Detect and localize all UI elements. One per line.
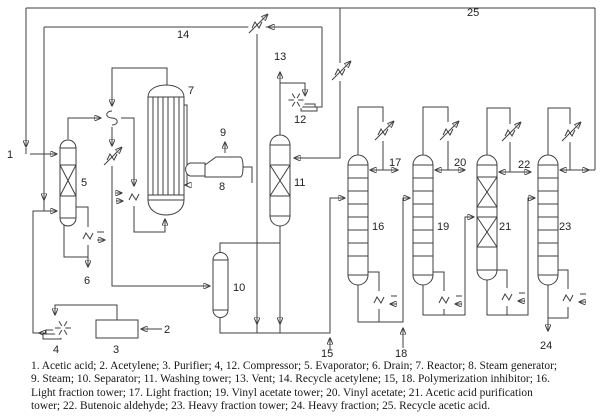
washing-tower-11 (269, 134, 291, 227)
stream-label-12: 12 (294, 114, 306, 126)
stream-label-25: 25 (467, 7, 479, 19)
process-flow-diagram: 1234567891011121314151617181920212223242… (7, 7, 596, 358)
compressor-4 (42, 318, 73, 340)
heavy-fraction-tower-23 (537, 154, 559, 286)
light-fraction-tower-16 (347, 154, 369, 286)
stream-label-13: 13 (274, 51, 286, 63)
evaporator-5 (59, 139, 77, 227)
reboiler-tower-19 (435, 291, 462, 309)
stream-label-19: 19 (437, 221, 449, 233)
stream-label-3: 3 (113, 344, 119, 356)
stream-label-2: 2 (164, 324, 170, 336)
stream-label-22: 22 (518, 159, 530, 171)
interchanger-heat-exchanger (103, 109, 121, 127)
condenser-tower-16 (374, 122, 393, 141)
stream-label-4: 4 (53, 344, 59, 356)
reactor-7 (147, 84, 185, 216)
condenser-tower-21 (501, 123, 520, 142)
vinyl-acetate-tower-19 (412, 154, 434, 286)
stream-label-7: 7 (188, 85, 194, 97)
recycle-gas-cooler (248, 15, 267, 34)
stream-labels: 1234567891011121314151617181920212223242… (7, 7, 571, 358)
stream-label-15: 15 (321, 348, 333, 358)
condenser-tower-19 (439, 122, 458, 141)
stream-label-16: 16 (372, 221, 384, 233)
reboiler-tower-21 (498, 288, 525, 306)
stream-label-18: 18 (395, 348, 407, 358)
caption-line: tower; 22. Butenoic aldehyde; 23. Heavy … (31, 400, 490, 413)
stream-label-11: 11 (294, 177, 305, 189)
caption-line: Light fraction tower; 17. Light fraction… (31, 386, 533, 399)
stream-label-5: 5 (81, 177, 87, 189)
figure-caption: 1. Acetic acid; 2. Acetylene; 3. Purifie… (31, 360, 581, 414)
compressor-12 (286, 90, 318, 112)
condenser-tower-23 (561, 123, 580, 142)
stream-label-8: 8 (219, 181, 225, 193)
steam-generator-8 (185, 156, 244, 178)
reboiler-tower-23 (559, 289, 586, 307)
acetic-acid-purification-tower-21 (476, 154, 498, 281)
stream-label-23: 23 (559, 221, 571, 233)
stream-label-17: 17 (389, 157, 401, 169)
feed-heater (116, 188, 143, 206)
stream-label-9: 9 (220, 127, 226, 139)
stream-label-10: 10 (233, 282, 245, 294)
purifier-3 (95, 319, 139, 339)
caption-line: 1. Acetic acid; 2. Acetylene; 3. Purifie… (31, 360, 558, 372)
reboiler-tower-16 (370, 291, 397, 309)
stream-label-20: 20 (454, 157, 466, 169)
effluent-cooler (103, 148, 121, 166)
process-lines (26, 7, 596, 350)
evaporator-bottoms-cooler (79, 227, 104, 245)
stream-label-6: 6 (84, 275, 90, 287)
separator-10 (212, 252, 229, 318)
stream-label-1: 1 (7, 149, 13, 161)
caption-line: 9. Steam; 10. Separator; 11. Washing tow… (31, 373, 550, 386)
stream-label-21: 21 (499, 221, 511, 233)
stream-label-14: 14 (177, 29, 189, 41)
wash-liquid-cooler (331, 62, 350, 81)
stream-label-24: 24 (540, 340, 552, 352)
